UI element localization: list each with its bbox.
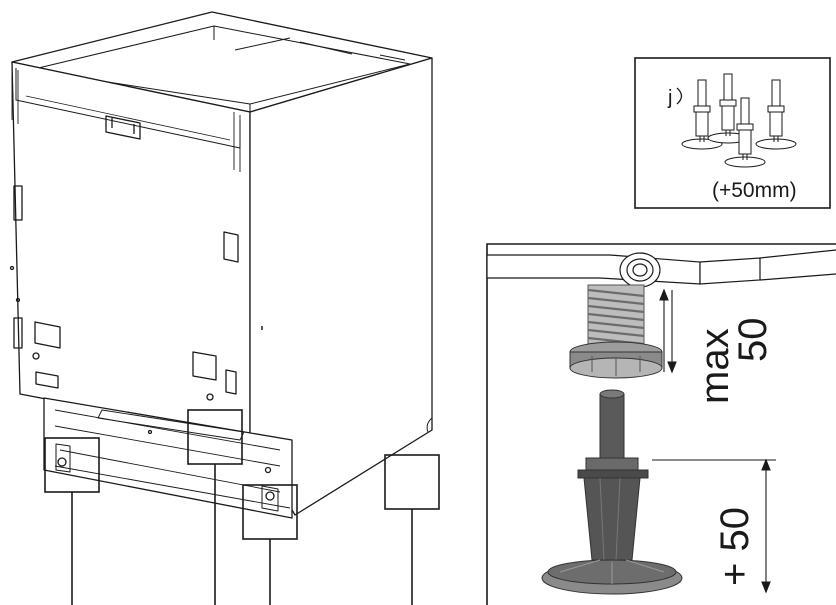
appliance-underside xyxy=(486,254,701,285)
extension-kit-inset: j (+50mm) xyxy=(634,57,831,209)
threaded-spindle xyxy=(587,284,645,348)
extension-foot xyxy=(541,389,683,595)
plus-50-dimension xyxy=(652,458,776,594)
max-label: max xyxy=(693,328,737,404)
callout-rear-right-foot xyxy=(384,454,440,510)
kit-marker: j xyxy=(667,87,672,109)
adjusting-nut xyxy=(569,341,663,379)
kit-extension-label: (+50mm) xyxy=(712,179,797,202)
dishwasher-base xyxy=(43,397,293,519)
kit-foot-icon xyxy=(681,73,797,168)
plus-50-label: + 50 xyxy=(713,507,757,586)
foot-socket-icon xyxy=(619,252,661,288)
max-value: 50 xyxy=(731,318,775,363)
detail-frame xyxy=(486,243,836,605)
door-latch xyxy=(105,115,141,140)
max-height-arrow xyxy=(659,288,677,374)
dishwasher-side-panel xyxy=(249,57,433,516)
callout-boxes xyxy=(44,409,440,605)
foot-detail-view: max 50 + 50 xyxy=(486,243,836,605)
kit-marker-hook-icon xyxy=(676,87,683,105)
dishwasher-illustration xyxy=(9,11,433,519)
